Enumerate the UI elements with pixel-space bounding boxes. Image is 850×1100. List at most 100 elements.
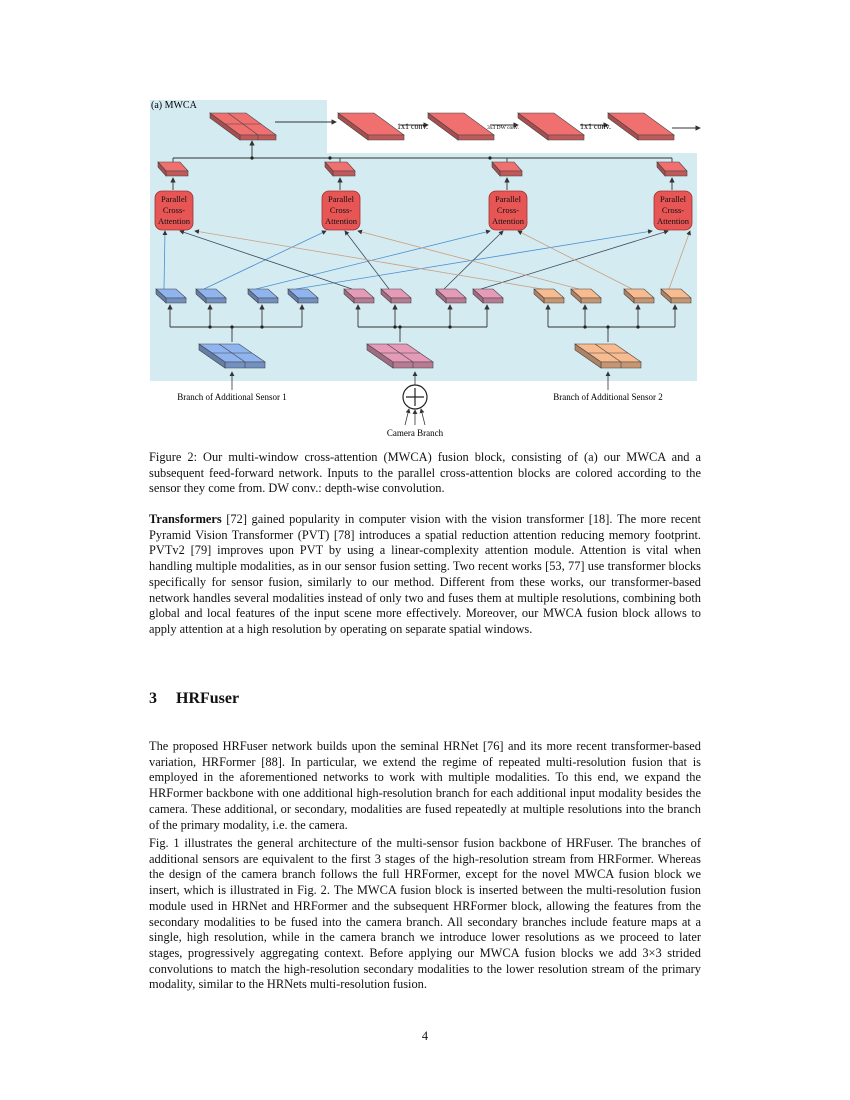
camera-to-attention-line (179, 230, 353, 290)
fused-feature-map-side (209, 112, 241, 141)
camera-window-4-front (482, 297, 504, 304)
block-label: Parallel (161, 194, 188, 204)
sensor2-to-attention-line (517, 230, 633, 290)
ffn-label-3: 1x1 conv. (580, 122, 611, 131)
sensor1-feature-map-side (198, 343, 226, 369)
sensor1-window-4 (287, 288, 319, 304)
transformers-paragraph: Transformers [72] gained popularity in c… (149, 512, 701, 638)
ffn-label-2: 3x3 DW conv. (487, 125, 519, 131)
block-label: Attention (657, 216, 690, 226)
page-number: 4 (421, 1029, 429, 1043)
block-label: Cross- (330, 205, 352, 215)
camera-window-1-front (353, 297, 375, 304)
junction-dot (636, 325, 640, 329)
junction-dot (328, 156, 332, 160)
window-output-2-front (332, 170, 356, 177)
ffn-label-1: 1x1 conv. (397, 122, 428, 131)
mwca-figure: (a) MWCA ParallelCross-AttentionParallel… (150, 100, 701, 438)
section-title: HRFuser (176, 690, 240, 707)
sensor2-window-4-front (670, 297, 692, 304)
block-box (154, 190, 194, 231)
sensor2-window-3-front (633, 297, 655, 304)
camera-to-attention-line (443, 230, 504, 290)
ffn-feature-map-1-side (337, 112, 369, 141)
sensor2-window-1-front (543, 297, 565, 304)
paragraph-body: [72] gained popularity in computer visio… (149, 512, 701, 636)
sum-icon (402, 384, 428, 410)
window-output-2-side (324, 161, 334, 177)
sensor2-window-2-front (580, 297, 602, 304)
window-output-3-side (491, 161, 501, 177)
sensor2-window-4-side (660, 288, 672, 304)
camera-window-3 (435, 288, 467, 304)
camera-feature-map (366, 343, 434, 369)
window-output-2 (324, 161, 356, 177)
window-output-1-front (165, 170, 189, 177)
window-output-4-side (656, 161, 666, 177)
sensor1-window-4-front (297, 297, 319, 304)
block-label: Attention (325, 216, 358, 226)
sensor2-window-1-side (533, 288, 545, 304)
sensor2-branch-label: Branch of Additional Sensor 2 (553, 392, 663, 402)
block-box (653, 190, 693, 231)
block-label: Cross- (497, 205, 519, 215)
sensor1-window-3 (247, 288, 279, 304)
junction-dot (488, 156, 492, 160)
block-label: Parallel (495, 194, 522, 204)
panel-label: (a) MWCA (151, 100, 198, 111)
window-output-1-side (157, 161, 167, 177)
sensor2-window-3-side (623, 288, 635, 304)
sensor1-window-2-side (195, 288, 207, 304)
window-output-3-front (499, 170, 523, 177)
body-paragraph: The proposed HRFuser network builds upon… (149, 739, 701, 832)
block-label: Parallel (660, 194, 687, 204)
ffn-feature-map-4-front (637, 134, 675, 141)
sensor1-window-3-side (247, 288, 259, 304)
camera-window-1 (343, 288, 375, 304)
sensor1-window-1-front (165, 297, 187, 304)
junction-dot (260, 325, 264, 329)
sensor1-window-4-side (287, 288, 299, 304)
sensor2-to-attention-line (357, 229, 580, 290)
sensor2-to-attention-line (668, 230, 691, 290)
body-paragraph: Fig. 1 illustrates the general architect… (149, 836, 701, 992)
camera-window-4 (472, 288, 504, 304)
sensor1-feature-map (198, 343, 266, 369)
sensor1-window-2-front (205, 297, 227, 304)
camera-branch-label: Camera Branch (387, 428, 444, 438)
block-label: Cross- (662, 205, 684, 215)
sensor1-to-attention-line (162, 230, 168, 290)
ffn-feature-map-2 (427, 112, 495, 141)
junction-dot (398, 325, 402, 329)
junction-dot (393, 325, 397, 329)
sensor2-window-2 (570, 288, 602, 304)
junction-dot (230, 325, 234, 329)
sensor2-window-3 (623, 288, 655, 304)
junction-dot (448, 325, 452, 329)
sensor1-branch-label: Branch of Additional Sensor 1 (177, 392, 287, 402)
junction-dot (208, 325, 212, 329)
camera-window-4-side (472, 288, 484, 304)
block-box (321, 190, 361, 231)
camera-window-1-side (343, 288, 355, 304)
window-output-1 (157, 161, 189, 177)
camera-window-2-front (390, 297, 412, 304)
block-label: Parallel (328, 194, 355, 204)
camera-window-2 (380, 288, 412, 304)
ffn-feature-map-3-front (547, 134, 585, 141)
block-label: Attention (158, 216, 191, 226)
sensor2-window-1 (533, 288, 565, 304)
sensor1-window-2 (195, 288, 227, 304)
junction-dot (250, 156, 254, 160)
ffn-feature-map-2-front (457, 134, 495, 141)
window-output-3 (491, 161, 523, 177)
camera-feature-map-side (366, 343, 394, 369)
ffn-feature-map-2-side (427, 112, 459, 141)
block-box (488, 190, 528, 231)
sensor2-window-2-side (570, 288, 582, 304)
block-label: Attention (492, 216, 525, 226)
